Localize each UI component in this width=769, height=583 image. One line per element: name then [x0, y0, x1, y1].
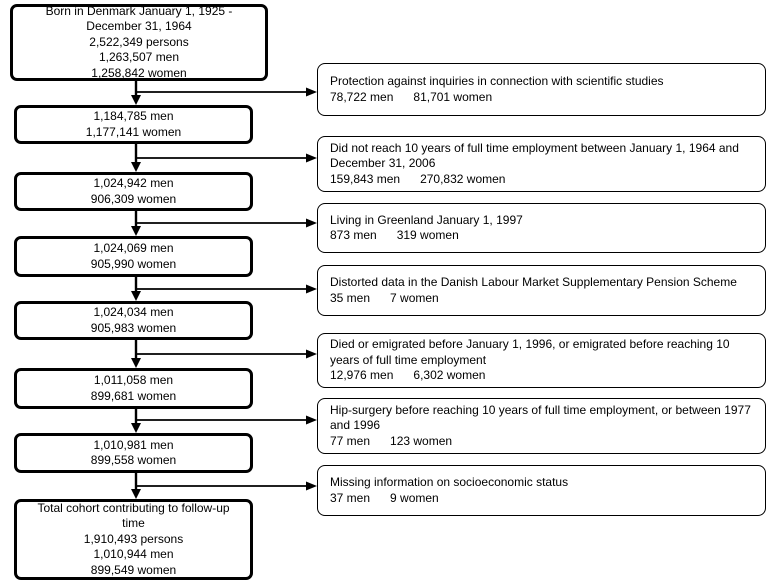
- cohort-box-6: 1,011,058 men 899,681 women: [14, 368, 253, 409]
- exclusion-box-3-men-count: 873 men: [330, 228, 377, 242]
- exclusion-box-5-died-or-emigrated: Died or emigrated before January 1, 1996…: [317, 333, 766, 388]
- cohort-box-5: 1,024,034 men 905,983 women: [14, 301, 253, 340]
- exclusion-box-6-hip-surgery: Hip-surgery before reaching 10 years of …: [317, 398, 766, 454]
- exclusion-box-7-text: Missing information on socioeconomic sta…: [330, 475, 569, 489]
- cohort-box-2: 1,184,785 men 1,177,141 women: [14, 105, 253, 144]
- exclusion-box-5-counts: 12,976 men 6,302 women: [330, 368, 759, 384]
- exclusion-box-4-distorted-data: Distorted data in the Danish Labour Mark…: [317, 265, 766, 316]
- exclusion-box-3-text: Living in Greenland January 1, 1997: [330, 212, 523, 227]
- cohort-box-6-text: 1,011,058 men 899,681 women: [90, 373, 177, 403]
- exclusion-box-3-counts: 873 men 319 women: [330, 228, 759, 244]
- exclusion-box-7-men-count: 37 men: [330, 490, 371, 505]
- exclusion-box-2-text: Did not reach 10 years of full time empl…: [330, 140, 739, 171]
- cohort-box-2-text: 1,184,785 men 1,177,141 women: [85, 109, 182, 139]
- exclusion-box-5-text: Died or emigrated before January 1, 1996…: [330, 337, 730, 367]
- exclusion-box-3-women-count: 319 women: [396, 228, 459, 242]
- cohort-box-5-text: 1,024,034 men 905,983 women: [90, 305, 177, 335]
- exclusion-box-7-women-count: 9 women: [390, 490, 439, 505]
- exclusion-box-1-counts: 78,722 men 81,701 women: [330, 90, 759, 106]
- cohort-box-1-source-population: Born in Denmark January 1, 1925 - Decemb…: [10, 4, 268, 81]
- exclusion-box-6-counts: 77 men 123 women: [330, 434, 759, 450]
- cohort-box-3-text: 1,024,942 men 906,309 women: [90, 176, 177, 206]
- exclusion-box-4-men-count: 35 men: [330, 290, 371, 305]
- exclusion-box-1-men-count: 78,722 men: [330, 89, 394, 104]
- cohort-box-8-total-cohort: Total cohort contributing to follow-up t…: [14, 499, 253, 580]
- cohort-box-3: 1,024,942 men 906,309 women: [14, 172, 253, 211]
- cohort-box-7: 1,010,981 men 899,558 women: [14, 433, 253, 473]
- cohort-box-4-text: 1,024,069 men 905,990 women: [90, 241, 177, 271]
- exclusion-box-2-employment-criteria: Did not reach 10 years of full time empl…: [317, 136, 766, 192]
- exclusion-box-7-missing-socioeconomic: Missing information on socioeconomic sta…: [317, 465, 766, 516]
- exclusion-box-6-women-count: 123 women: [390, 433, 453, 448]
- exclusion-box-5-men-count: 12,976 men: [330, 368, 394, 383]
- cohort-box-1-text: Born in Denmark January 1, 1925 - Decemb…: [45, 3, 233, 80]
- exclusion-box-6-text: Hip-surgery before reaching 10 years of …: [330, 402, 751, 433]
- exclusion-box-4-women-count: 7 women: [390, 290, 439, 305]
- exclusion-box-1-text: Protection against inquiries in connecti…: [330, 74, 664, 88]
- exclusion-box-1-women-count: 81,701 women: [413, 89, 493, 104]
- exclusion-box-5-women-count: 6,302 women: [413, 368, 486, 383]
- cohort-box-7-text: 1,010,981 men 899,558 women: [90, 437, 177, 468]
- exclusion-box-1-protection-against-inquiries: Protection against inquiries in connecti…: [317, 63, 766, 116]
- exclusion-box-4-counts: 35 men 7 women: [330, 291, 759, 307]
- exclusion-box-2-men-count: 159,843 men: [330, 171, 401, 186]
- exclusion-box-2-counts: 159,843 men 270,832 women: [330, 172, 759, 188]
- exclusion-box-2-women-count: 270,832 women: [420, 171, 506, 186]
- exclusion-box-3-living-in-greenland: Living in Greenland January 1, 1997 873 …: [317, 203, 766, 253]
- cohort-box-4: 1,024,069 men 905,990 women: [14, 236, 253, 277]
- exclusion-box-6-men-count: 77 men: [330, 433, 371, 448]
- exclusion-box-4-text: Distorted data in the Danish Labour Mark…: [330, 275, 737, 289]
- exclusion-box-7-counts: 37 men 9 women: [330, 491, 759, 507]
- cohort-box-8-text: Total cohort contributing to follow-up t…: [37, 500, 230, 577]
